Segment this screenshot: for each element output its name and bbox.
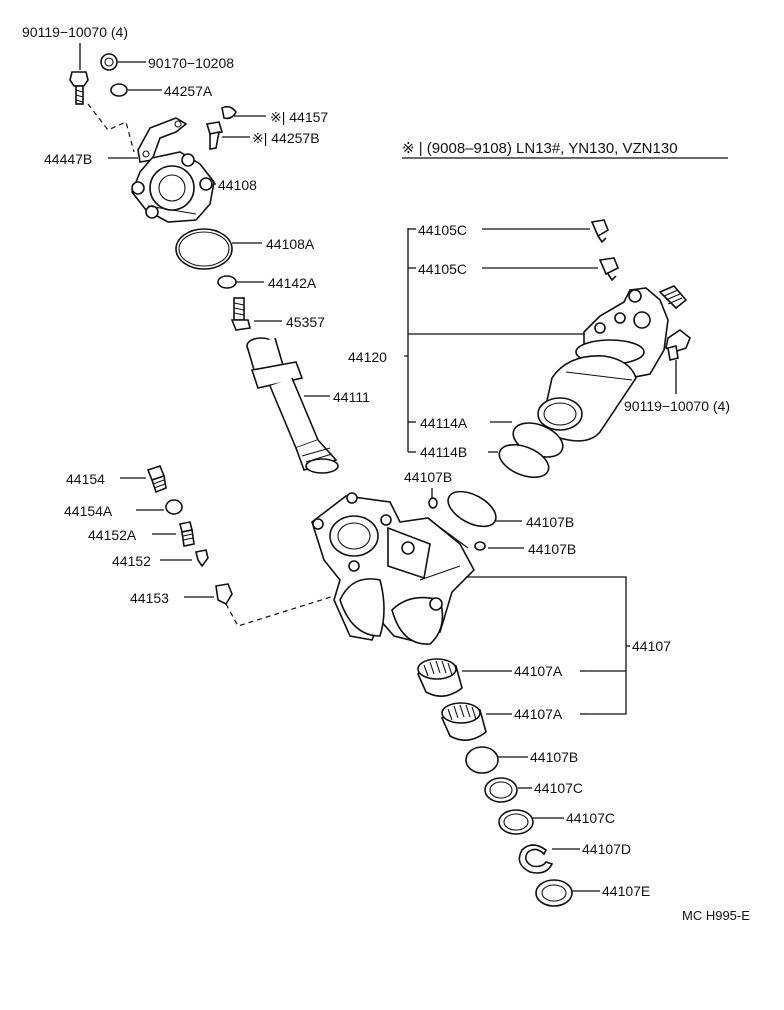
figure-code: MC H995-E (682, 908, 750, 923)
label-44154: 44154 (66, 471, 105, 487)
label-44153: 44153 (130, 590, 169, 606)
seal-44107C-2 (498, 809, 534, 835)
label-90119-10070-right: 90119−10070 (4) (624, 398, 730, 414)
label-44157: ※| 44157 (270, 109, 328, 125)
label-44107A-1: 44107A (514, 663, 563, 679)
bolt-90119 (69, 71, 89, 105)
part-44157 (221, 105, 237, 120)
seal-44107C-1 (484, 777, 518, 803)
label-44108: 44108 (218, 177, 257, 193)
label-45357: 45357 (286, 314, 325, 330)
label-44447B: 44447B (44, 151, 92, 167)
washer-44257A (110, 83, 128, 97)
bracket-44107 (466, 576, 627, 715)
bearing-44107A-2 (441, 702, 487, 741)
ring-44142A (217, 275, 237, 289)
gear-housing-44107 (311, 492, 475, 645)
label-44120: 44120 (348, 349, 387, 365)
label-44257B: ※| 44257B (252, 130, 320, 146)
nut-90170 (100, 53, 118, 71)
label-44257A: 44257A (164, 83, 213, 99)
label-44107D: 44107D (582, 841, 631, 857)
label-44108A: 44108A (266, 236, 315, 252)
label-44154A: 44154A (64, 503, 113, 519)
screw-44257B (205, 121, 224, 150)
dashed-link-top (87, 103, 135, 153)
label-44111: 44111 (333, 389, 370, 405)
ring-44107B-top (428, 497, 438, 509)
label-44107B-small: 44107B (528, 541, 576, 557)
label-44152A: 44152A (88, 527, 137, 543)
label-44107B-top: 44107B (404, 469, 452, 485)
ring-44154A (165, 499, 183, 515)
label-44105C-1: 44105C (418, 222, 467, 238)
o-ring-44107B (447, 490, 497, 528)
plug-44154 (146, 465, 167, 494)
dust-seal-44107E (535, 879, 573, 907)
o-ring-44108A (175, 228, 233, 270)
control-valve-44120 (537, 285, 688, 442)
label-44152: 44152 (112, 553, 151, 569)
ring-44107B-low (465, 746, 499, 774)
label-90119-10070-top: 90119−10070 (4) (22, 24, 128, 40)
bracket-44447B (137, 117, 188, 163)
label-44107A-2: 44107A (514, 706, 563, 722)
label-90170-10208: 90170−10208 (148, 55, 234, 71)
label-44107B-low: 44107B (530, 749, 578, 765)
label-44142A: 44142A (268, 275, 317, 291)
shaft-44111 (246, 337, 339, 474)
applicability-note: ※ | (9008–9108) LN13#, YN130, VZN130 (402, 140, 678, 157)
bolt-90119-right (665, 329, 691, 361)
label-44114A: 44114A (420, 415, 468, 431)
label-44107E: 44107E (602, 883, 650, 899)
housing-cover-44108 (131, 151, 215, 223)
part-44105C-1 (590, 219, 609, 244)
label-44107C-2: 44107C (566, 810, 615, 826)
label-44107C-1: 44107C (534, 780, 583, 796)
ring-44107B-small (474, 541, 486, 551)
label-44107B-ring: 44107B (526, 514, 574, 530)
bracket-44120 (404, 228, 409, 452)
label-44107: 44107 (632, 638, 671, 654)
dashed-link-bottom (225, 595, 335, 627)
label-44114B: 44114B (420, 444, 467, 460)
screw-44152A (179, 521, 195, 547)
bearing-44107A-1 (417, 658, 463, 697)
label-44105C-2: 44105C (418, 261, 467, 277)
pin-45357 (230, 297, 251, 331)
part-44153 (215, 583, 233, 606)
part-44152 (195, 549, 209, 568)
part-44105C-2 (598, 257, 620, 282)
snap-ring-44107D (518, 844, 554, 874)
ring-44114B (498, 443, 550, 479)
